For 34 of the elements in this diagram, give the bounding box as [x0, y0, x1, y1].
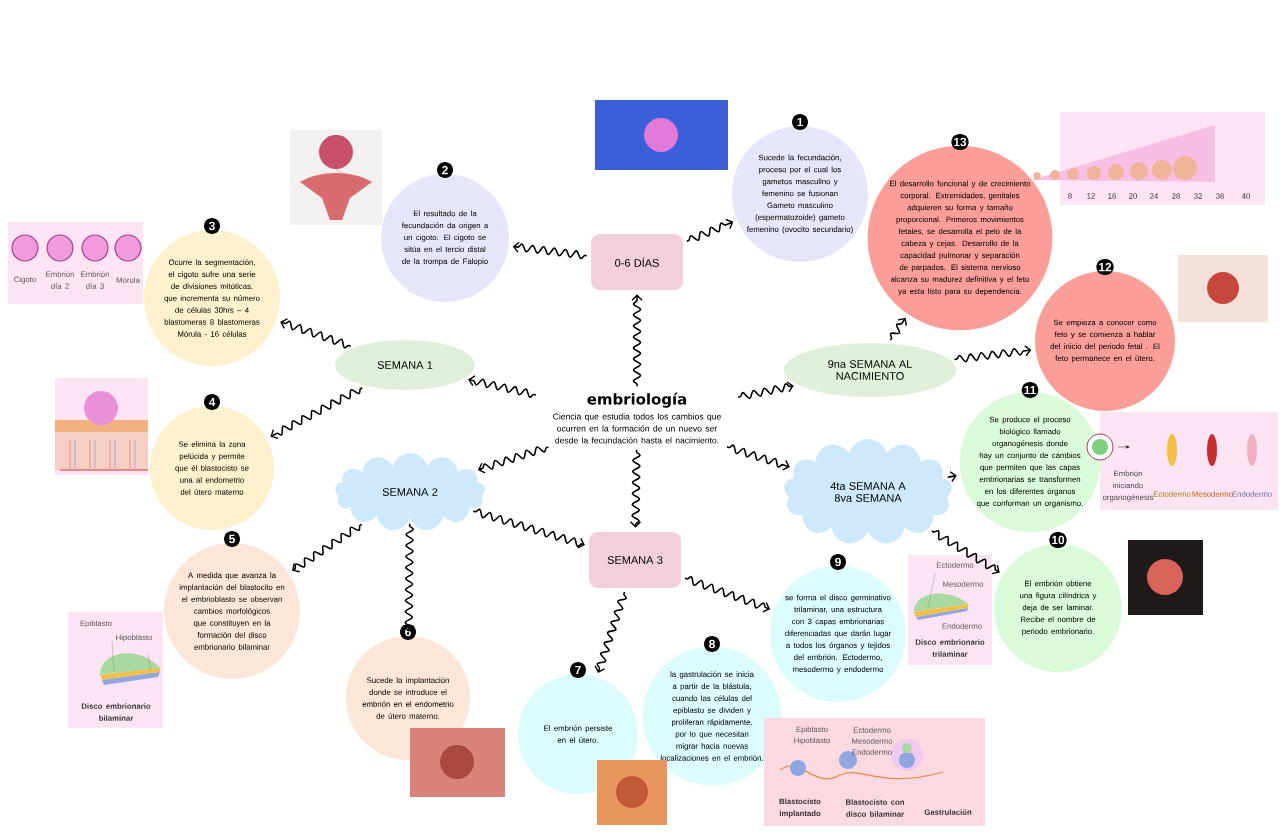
squiggle-arrow — [726, 444, 790, 471]
squiggle-arrow — [629, 448, 642, 528]
number-badge: 8 — [704, 636, 720, 652]
squiggle-arrow — [472, 508, 585, 549]
number-badge: 3 — [204, 218, 220, 234]
number-badge: 4 — [204, 394, 220, 410]
central-topic: embriología Ciencia que estudia todos los cambios que ocurren en la formación de un nuevo ser desde la fecundación hasta el nacimiento. — [553, 392, 721, 444]
squiggle-arrow — [468, 375, 537, 398]
topic-box: 0-6 DÍAS — [591, 234, 683, 290]
squiggle-arrow — [280, 318, 352, 349]
number-badge: 1 — [792, 114, 808, 130]
squiggle-arrow — [512, 241, 588, 260]
topic-cloud: SEMANA 2 — [335, 453, 485, 530]
topic-box: SEMANA 3 — [589, 532, 681, 588]
squiggle-arrow — [931, 529, 1000, 575]
number-badge: 10 — [1049, 532, 1067, 548]
number-badge: 13 — [951, 134, 969, 150]
squiggle-arrow — [594, 591, 627, 673]
squiggle-arrow — [737, 381, 794, 400]
number-badge: 5 — [224, 531, 240, 547]
squiggle-arrow — [477, 446, 550, 474]
squiggle-arrow — [686, 218, 734, 242]
number-badge: 9 — [830, 554, 846, 570]
topic-cloud: 4ta SEMANA A 8va SEMANA — [784, 439, 952, 544]
number-badge: 12 — [1096, 259, 1114, 275]
number-badge: 7 — [570, 662, 586, 678]
squiggle-arrow — [684, 575, 771, 613]
squiggle-arrow — [889, 317, 908, 341]
squiggle-arrow — [292, 523, 363, 573]
number-badge: 2 — [437, 162, 453, 178]
squiggle-arrow — [403, 522, 415, 632]
squiggle-arrow — [631, 294, 643, 388]
squiggle-arrow — [953, 345, 1032, 363]
squiggle-arrow — [270, 387, 364, 440]
